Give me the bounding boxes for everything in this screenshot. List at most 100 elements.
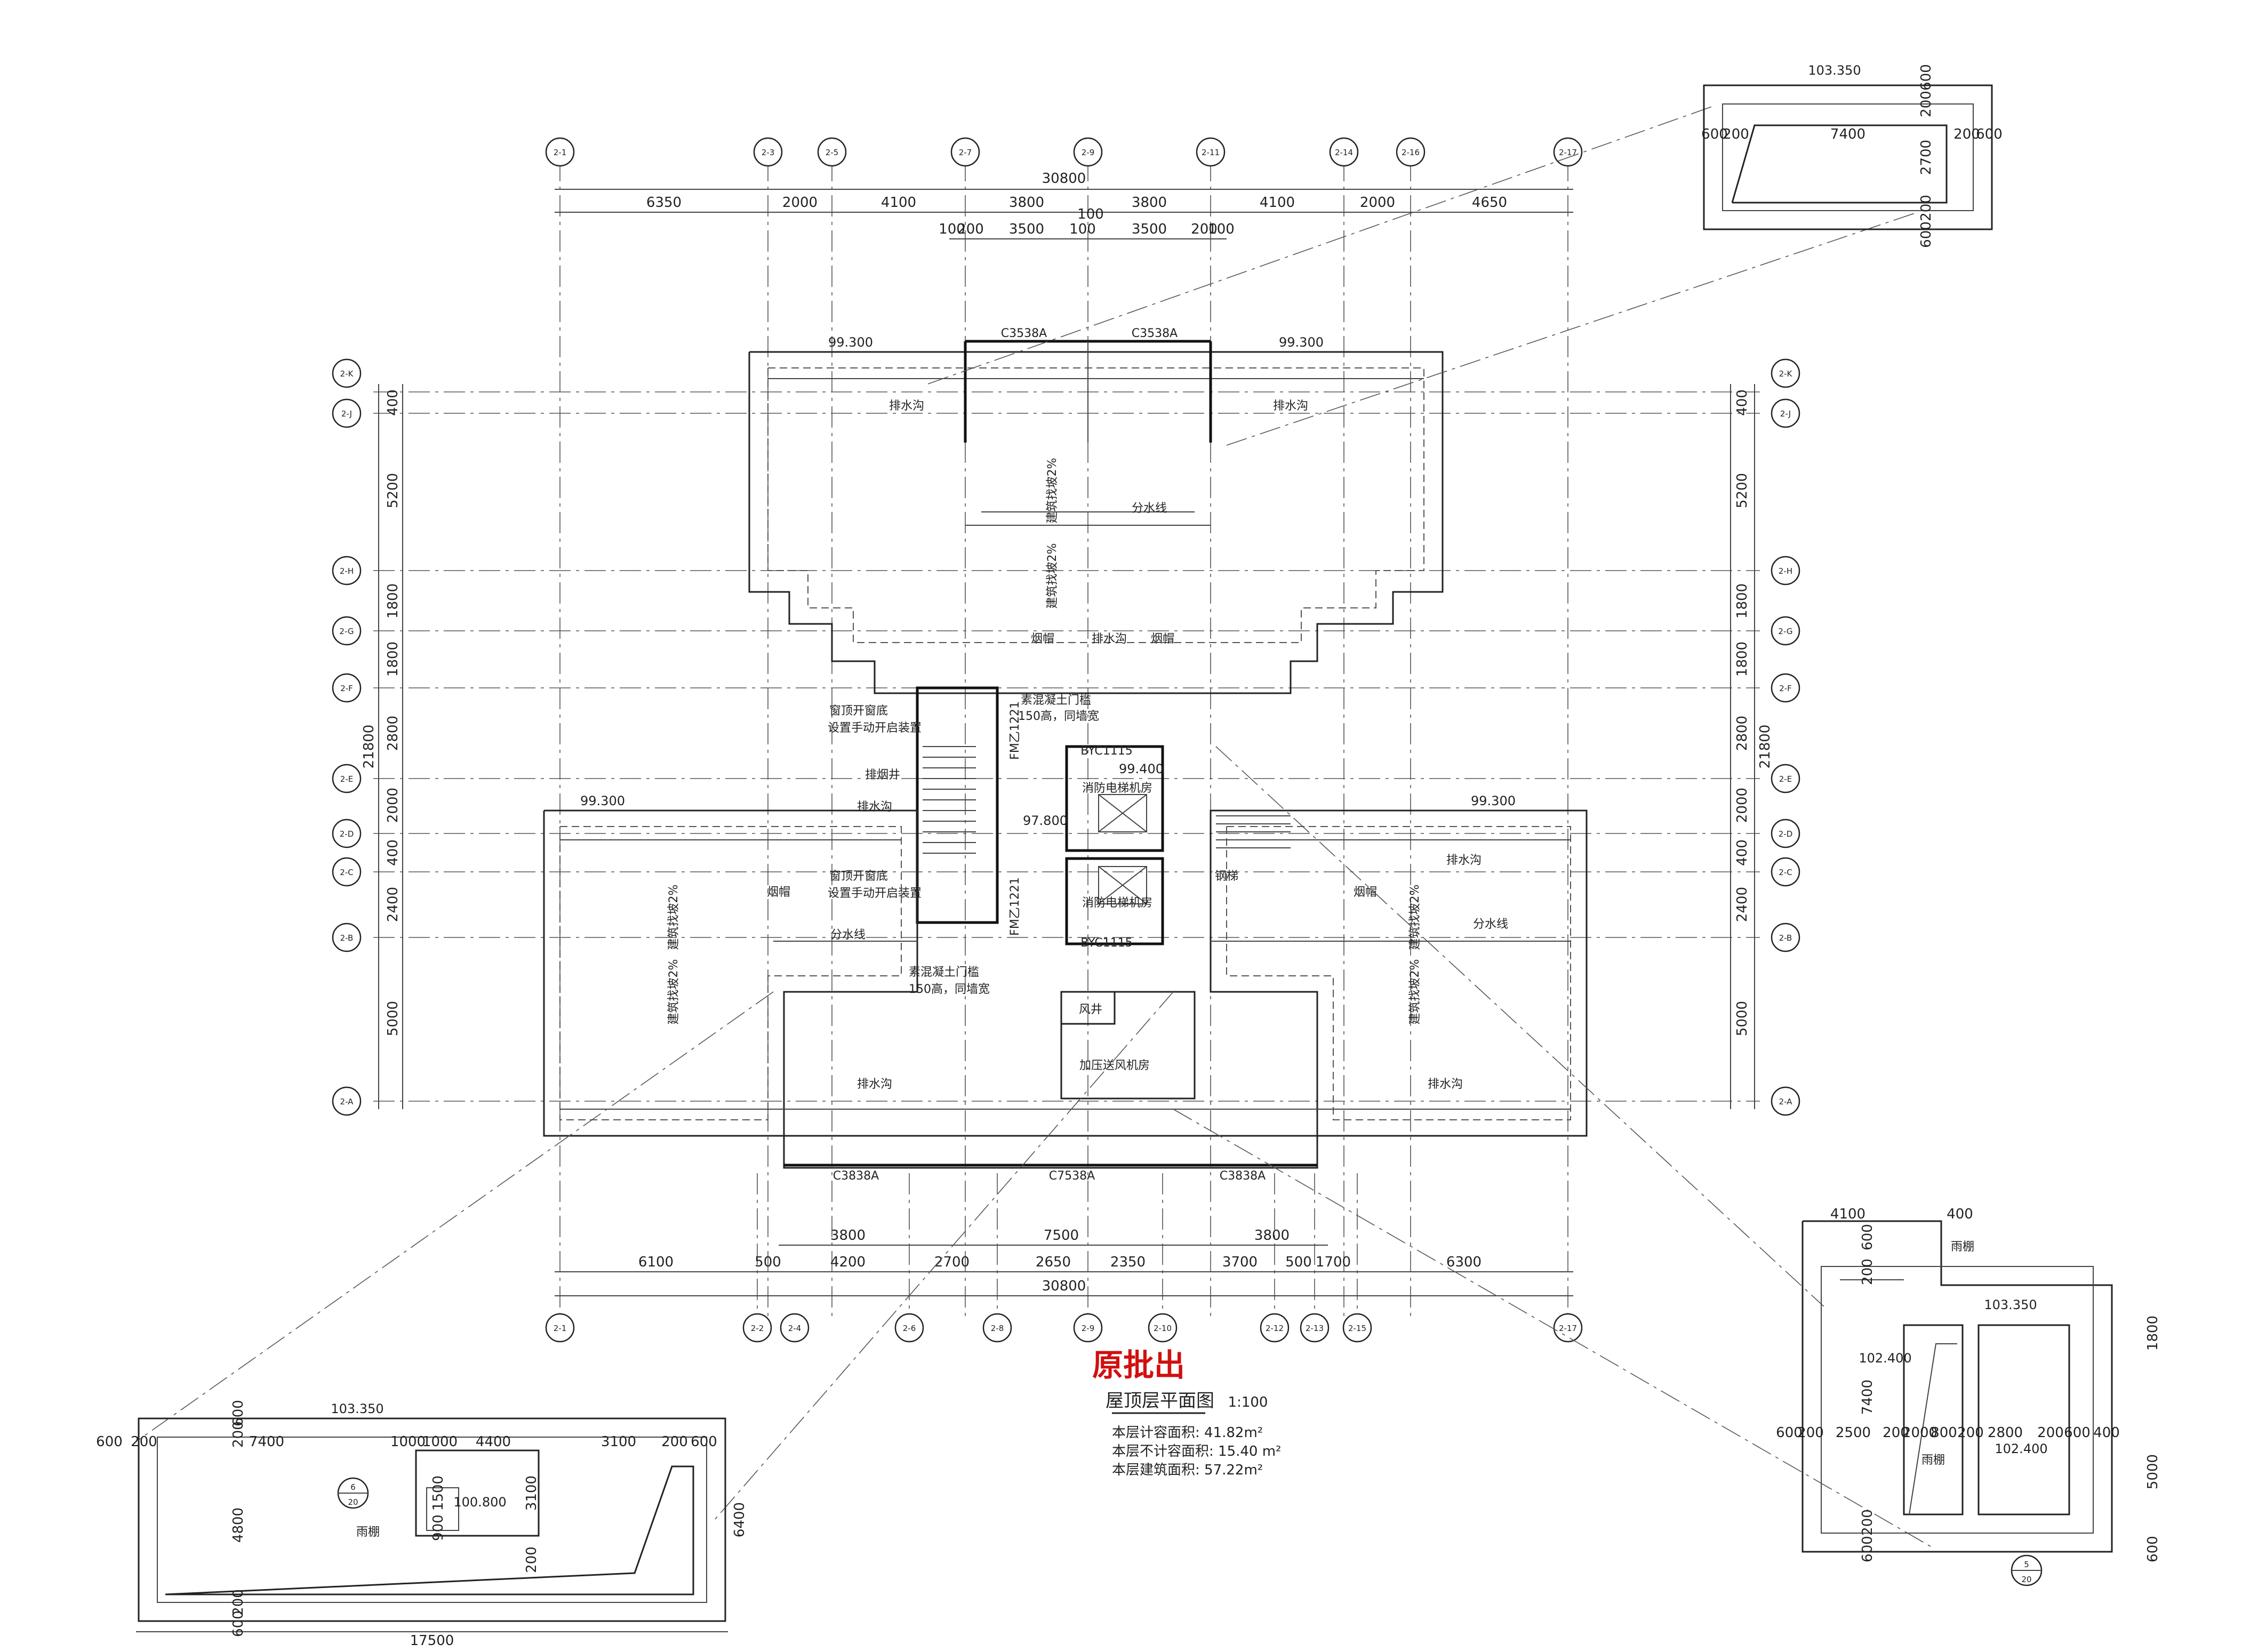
lower-roof-block: 99.300 99.300 排水沟 排水沟 分水线 分水线 烟帽 烟帽 排水沟 … (543, 793, 1588, 1183)
svg-text:2-B: 2-B (340, 933, 354, 943)
svg-text:500: 500 (755, 1254, 781, 1270)
svg-text:C3838A: C3838A (833, 1169, 879, 1183)
axis-bubble: 2-3 (753, 137, 783, 167)
axis-bubble: 2-H (332, 556, 362, 586)
inset-top-right: 103.350 600 200 7400 200 600 600 200 270… (1701, 63, 2003, 248)
area-not-counted: 本层不计容面积: 15.40 m² (1112, 1444, 1281, 1459)
axis-bubble: 2-G (1771, 616, 1800, 646)
svg-text:5200: 5200 (385, 473, 401, 508)
svg-text:烟帽: 烟帽 (767, 886, 790, 899)
svg-text:200: 200 (524, 1546, 540, 1573)
bottom-dimension-chain: 3800 7500 3800 6100 4200 2700 2650 2350 … (555, 1228, 1573, 1296)
svg-text:2-K: 2-K (340, 369, 354, 379)
svg-text:2500: 2500 (1836, 1425, 1871, 1441)
svg-text:雨棚: 雨棚 (1921, 1454, 1945, 1467)
svg-text:20: 20 (348, 1497, 358, 1507)
svg-text:消防电梯机房: 消防电梯机房 (1082, 896, 1152, 910)
svg-text:150高，同墙宽: 150高，同墙宽 (909, 983, 990, 996)
inset-bottom-right: 4100 400 103.350 102.400 102.400 雨棚 雨棚 5… (1776, 1206, 2161, 1586)
svg-text:2-1: 2-1 (554, 1324, 567, 1333)
axis-bubble: 2-12 (1260, 1313, 1290, 1343)
drawing-scale: 1:100 (1228, 1394, 1268, 1410)
axis-bubble: 2-J (332, 398, 362, 428)
svg-text:设置手动开启装置: 设置手动开启装置 (828, 887, 922, 900)
svg-text:600: 600 (230, 1400, 246, 1426)
svg-text:烟帽: 烟帽 (1354, 886, 1377, 899)
svg-text:3500: 3500 (1132, 221, 1167, 237)
svg-text:排水沟: 排水沟 (1273, 399, 1308, 413)
svg-text:2000: 2000 (782, 195, 818, 211)
svg-text:风井: 风井 (1079, 1003, 1102, 1016)
svg-text:窗顶开窗底: 窗顶开窗底 (829, 704, 888, 718)
svg-text:100: 100 (1069, 221, 1096, 237)
svg-text:103.350: 103.350 (331, 1401, 383, 1416)
svg-text:200: 200 (1918, 195, 1934, 221)
svg-text:6: 6 (350, 1482, 356, 1492)
svg-text:99.400: 99.400 (1119, 761, 1164, 776)
svg-text:2-F: 2-F (1779, 684, 1792, 693)
axis-bubble: 2-1 (545, 1313, 575, 1343)
svg-text:2000: 2000 (385, 788, 401, 823)
axis-bubble: 2-2 (742, 1313, 772, 1343)
svg-text:6350: 6350 (646, 195, 682, 211)
svg-text:1000: 1000 (422, 1434, 458, 1450)
svg-text:200: 200 (1723, 126, 1749, 142)
svg-text:设置手动开启装置: 设置手动开启装置 (828, 721, 922, 735)
svg-text:2-10: 2-10 (1154, 1324, 1172, 1333)
axis-bubble: 2-17 (1553, 137, 1583, 167)
svg-text:400: 400 (385, 389, 401, 416)
svg-text:2-17: 2-17 (1559, 148, 1577, 157)
svg-text:烟帽: 烟帽 (1151, 632, 1174, 646)
svg-text:1800: 1800 (385, 583, 401, 619)
axis-bubble: 2-B (332, 923, 362, 952)
svg-text:7400: 7400 (1860, 1380, 1876, 1415)
svg-text:400: 400 (385, 839, 401, 866)
svg-text:600: 600 (96, 1434, 123, 1450)
svg-text:2-14: 2-14 (1335, 148, 1353, 157)
svg-text:200: 200 (230, 1421, 246, 1448)
svg-text:2-E: 2-E (1779, 774, 1792, 784)
svg-text:103.350: 103.350 (1984, 1297, 2037, 1312)
svg-text:21800: 21800 (1757, 725, 1773, 769)
svg-text:7500: 7500 (1044, 1228, 1079, 1244)
svg-text:2-G: 2-G (339, 627, 354, 636)
svg-text:600: 600 (1918, 221, 1934, 248)
svg-text:素混凝土门槛: 素混凝土门槛 (909, 966, 979, 979)
svg-text:2-9: 2-9 (1082, 1324, 1095, 1333)
svg-text:2700: 2700 (934, 1254, 970, 1270)
svg-text:21800: 21800 (361, 725, 377, 769)
svg-text:4100: 4100 (881, 195, 916, 211)
axis-bubble: 2-E (1771, 764, 1800, 793)
svg-text:200: 200 (957, 221, 984, 237)
svg-text:排水沟: 排水沟 (857, 1078, 892, 1091)
svg-text:排水沟: 排水沟 (857, 800, 892, 814)
svg-text:2-16: 2-16 (1402, 148, 1420, 157)
axis-bubble: 2-9 (1073, 1313, 1103, 1343)
svg-text:5000: 5000 (385, 1001, 401, 1036)
svg-text:烟帽: 烟帽 (1031, 632, 1054, 646)
svg-text:400: 400 (2093, 1425, 2120, 1441)
right-axis-bubbles: 2-K 2-J 2-H 2-G 2-F 2-E 2-D 2-C 2-B 2-A (1771, 358, 1800, 1116)
svg-text:2-A: 2-A (1779, 1097, 1793, 1106)
svg-text:17500: 17500 (410, 1633, 454, 1649)
svg-text:2-17: 2-17 (1559, 1324, 1577, 1333)
svg-text:2-C: 2-C (1779, 868, 1792, 877)
svg-text:2-7: 2-7 (959, 148, 972, 157)
svg-text:建筑找坡2%: 建筑找坡2% (1046, 458, 1059, 524)
svg-text:600: 600 (230, 1610, 246, 1637)
axis-bubble: 2-14 (1329, 137, 1359, 167)
svg-text:3100: 3100 (524, 1475, 540, 1511)
svg-text:200: 200 (1860, 1258, 1876, 1285)
axis-bubble: 2-17 (1553, 1313, 1583, 1343)
svg-text:2800: 2800 (385, 716, 401, 751)
svg-text:3100: 3100 (601, 1434, 636, 1450)
svg-text:建筑找坡2%: 建筑找坡2% (667, 959, 680, 1025)
svg-text:2-K: 2-K (1779, 369, 1793, 379)
drawing-title: 屋顶层平面图 (1106, 1390, 1214, 1412)
axis-bubble: 2-E (332, 764, 362, 793)
svg-text:2000: 2000 (1734, 788, 1750, 823)
svg-text:200: 200 (1957, 1425, 1984, 1441)
inset-bottom-left: 6 20 103.350 100.800 雨棚 600 200 7400 100… (96, 1400, 748, 1649)
svg-text:600: 600 (1918, 64, 1934, 91)
svg-text:1000: 1000 (390, 1434, 426, 1450)
